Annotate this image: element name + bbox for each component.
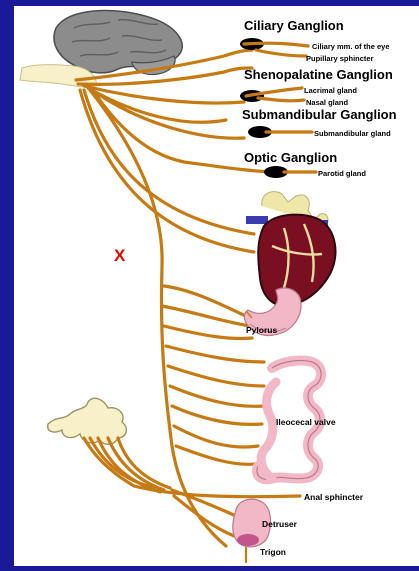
ciliary-ganglion-title: Ciliary Ganglion (244, 18, 344, 33)
optic-ganglion-title: Optic Ganglion (244, 150, 337, 165)
trigon-label: Trigon (260, 547, 286, 557)
ciliary-target-2: Pupillary sphincter (306, 54, 374, 63)
submandibular-ganglion-title: Submandibular Ganglion (242, 107, 397, 122)
pylorus-label: Pylorus (246, 325, 277, 335)
detruser-label: Detruser (262, 519, 298, 529)
submandibular-target-1: Submandibular gland (314, 129, 391, 138)
optic-target-1: Parotid gland (318, 169, 366, 178)
sphenopalatine-target-1: Lacrimal gland (304, 86, 357, 95)
sphenopalatine-target-2: Nasal gland (306, 98, 349, 107)
diagram-panel: Ciliary Ganglion Ciliary mm. of the eye … (14, 6, 419, 566)
sphenopalatine-ganglion-title: Shenopalatine Ganglion (244, 67, 393, 82)
ciliary-target-1: Ciliary mm. of the eye (312, 42, 390, 51)
brain-illustration (20, 11, 182, 87)
parasympathetic-diagram: Ciliary Ganglion Ciliary mm. of the eye … (14, 6, 419, 566)
marker-x: X (114, 246, 126, 265)
anal-sphincter-label: Anal sphincter (304, 492, 364, 502)
sacrum-illustration (48, 398, 127, 444)
ileocecal-valve-label: Ileocecal valve (276, 417, 336, 427)
